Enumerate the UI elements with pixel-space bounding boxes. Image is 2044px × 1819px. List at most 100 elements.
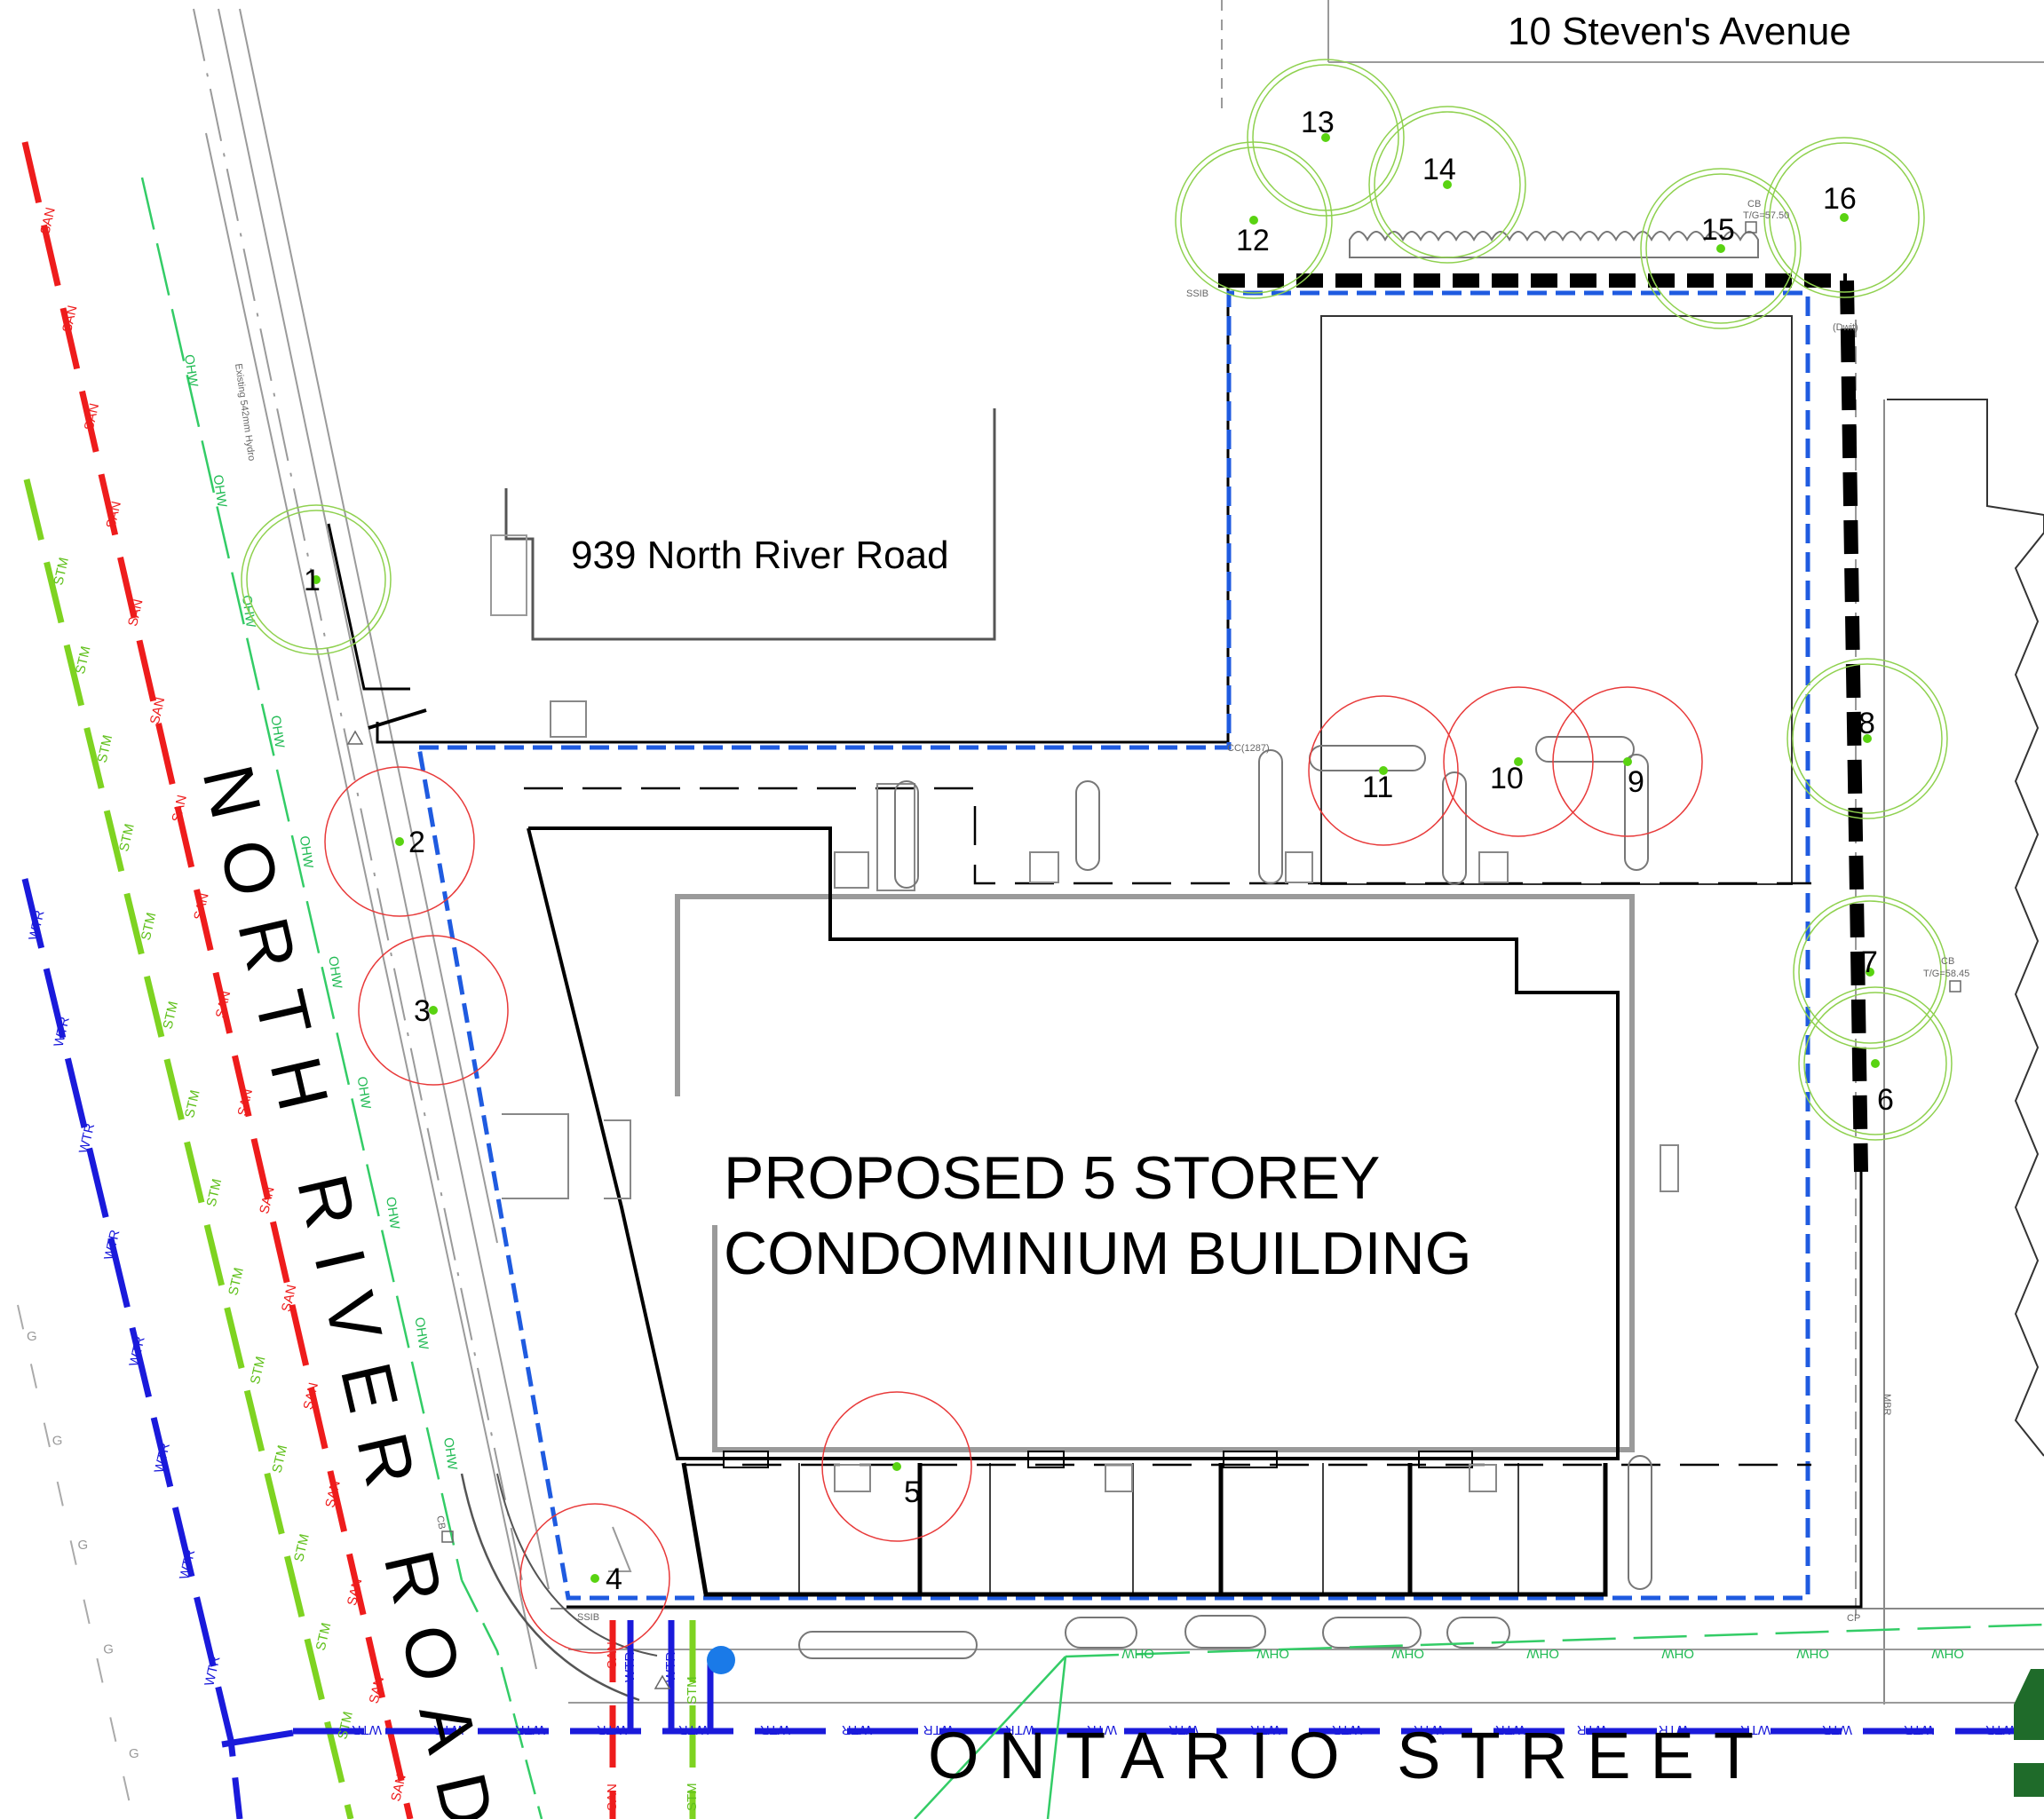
tree-number: 16	[1823, 182, 1857, 216]
oh-line-label: OHW	[181, 353, 201, 389]
tree-number: 8	[1858, 707, 1875, 740]
oh-line-label: OHW	[267, 715, 287, 750]
tree-canopy-inner	[1645, 173, 1796, 324]
tree-number: 12	[1236, 224, 1270, 257]
tree-trunk-marker	[1863, 734, 1872, 743]
tree-trunk-marker	[1321, 133, 1330, 142]
wtr-line-label: WTR	[152, 1442, 173, 1475]
san-line-label: SAN	[191, 891, 212, 921]
tree-trunk-marker	[1514, 757, 1523, 766]
corner-curb	[460, 1473, 640, 1702]
building-title-line2: CONDOMINIUM BUILDING	[724, 1220, 1471, 1287]
oh-line-label: OHW	[1256, 1646, 1290, 1661]
tree-canopy	[1552, 686, 1703, 837]
hydro-note: Existing 542mm Hydro	[233, 363, 257, 462]
stm-line-label: STM	[116, 822, 138, 853]
tree-trunk-marker	[1871, 1059, 1880, 1068]
tree-trunk-marker	[1249, 216, 1258, 225]
tree-number: 14	[1422, 153, 1456, 186]
stair-details	[502, 783, 1679, 1492]
tree-canopy-inner	[1798, 900, 1942, 1044]
san-line-label: SAN	[279, 1283, 300, 1313]
gas-line-label: G	[103, 1642, 114, 1657]
tree-canopy	[1640, 168, 1802, 329]
wtr-line-label: WTR	[1740, 1722, 1771, 1737]
shrubs	[798, 231, 1759, 1659]
stm-line-label: STM	[313, 1621, 335, 1652]
wtr-line-label: WTR	[1087, 1722, 1117, 1737]
tree-canopy	[821, 1391, 972, 1542]
access-box	[550, 700, 587, 738]
san-line-label: SAN	[345, 1577, 366, 1607]
tree-canopy	[324, 766, 475, 917]
wtr-line-label: WTR	[352, 1722, 382, 1737]
tree-trunk-marker	[1866, 968, 1874, 977]
wtr-line-label: WTR	[26, 909, 47, 942]
tree-canopy	[1763, 137, 1925, 298]
san-line-label: SAN	[59, 304, 81, 334]
tree-trunk-marker	[312, 575, 321, 584]
tree-canopy-inner	[1252, 64, 1399, 211]
oh-line-label: OHW	[325, 955, 345, 991]
tree-10: 10	[1443, 686, 1594, 837]
gas-line-label: G	[78, 1538, 89, 1553]
wtr-line-label: WTR	[842, 1722, 872, 1737]
site-boundary-south	[566, 1172, 1863, 1609]
site-boundary-solid	[376, 281, 1230, 744]
tree-15: 15	[1640, 168, 1802, 329]
tree-canopy	[1368, 106, 1526, 264]
west-frontage-details	[327, 523, 632, 1572]
tree-number: 13	[1301, 106, 1335, 139]
tree-2: 2	[324, 766, 475, 917]
tree-canopy-inner	[246, 510, 386, 650]
wtr-line-label: WTR	[678, 1722, 709, 1737]
wtr-line-label: WTR	[515, 1722, 545, 1737]
tree-13: 13	[1247, 59, 1405, 217]
wtr-line-label: WTR	[1005, 1722, 1035, 1737]
tree-canopy	[1793, 895, 1947, 1049]
stm-line-label: STM	[95, 733, 116, 764]
san-line-label: SAN	[125, 597, 147, 628]
wtr-service-label: WTR	[622, 1652, 638, 1682]
ssib-south: SSIB	[577, 1612, 599, 1623]
tree-8: 8	[1787, 658, 1948, 819]
oh-line-label: OHW	[1661, 1646, 1695, 1661]
tree-canopy-inner	[1792, 663, 1943, 814]
stm-line-label: STM	[160, 1000, 181, 1031]
wtr-line-label: WTR	[1659, 1722, 1689, 1737]
stm-service-label: STM	[685, 1783, 700, 1811]
sanitary-line	[21, 141, 616, 1819]
tree-canopy	[1443, 686, 1594, 837]
wtr-service-label: WTR	[663, 1652, 678, 1682]
tree-11: 11	[1308, 695, 1459, 846]
wtr-line-label: WTR	[1822, 1722, 1852, 1737]
wtr-line-label: WTR	[76, 1122, 98, 1155]
catch-basins	[346, 221, 1961, 1689]
san-line-label: SAN	[257, 1185, 278, 1215]
corner-curb-inner	[496, 1473, 658, 1657]
tree-trunk-marker	[1716, 244, 1725, 253]
tree-1: 1	[241, 504, 392, 655]
san-line-label: SAN	[367, 1675, 388, 1705]
wtr-line-label: WTR	[1577, 1722, 1607, 1737]
building-title-line1: PROPOSED 5 STOREY	[724, 1144, 1380, 1212]
label-neighbour-address: 939 North River Road	[571, 534, 949, 577]
wtr-line-label: WTR	[1169, 1722, 1199, 1737]
stm-line-label: STM	[51, 556, 72, 587]
stm-line-label: STM	[182, 1088, 203, 1119]
wtr-line-label: WTR	[51, 1016, 73, 1048]
oh-line-label: OHW	[383, 1196, 402, 1231]
wtr-line-label: WTR	[101, 1229, 123, 1261]
tree-canopy	[1175, 141, 1333, 299]
tree-7: 7	[1793, 895, 1947, 1049]
san-line-label: SAN	[301, 1381, 322, 1412]
cb-east-label: CB	[1941, 956, 1954, 967]
cb-west-label: CB	[434, 1515, 447, 1530]
san-line-label: SAN	[82, 402, 103, 432]
tree-number: 9	[1628, 765, 1644, 799]
townhouse-units	[681, 1451, 1608, 1597]
tree-4: 4	[519, 1503, 670, 1654]
tree-canopy	[241, 504, 392, 655]
stm-service-label: STM	[685, 1676, 700, 1704]
tree-canopy	[1247, 59, 1405, 217]
